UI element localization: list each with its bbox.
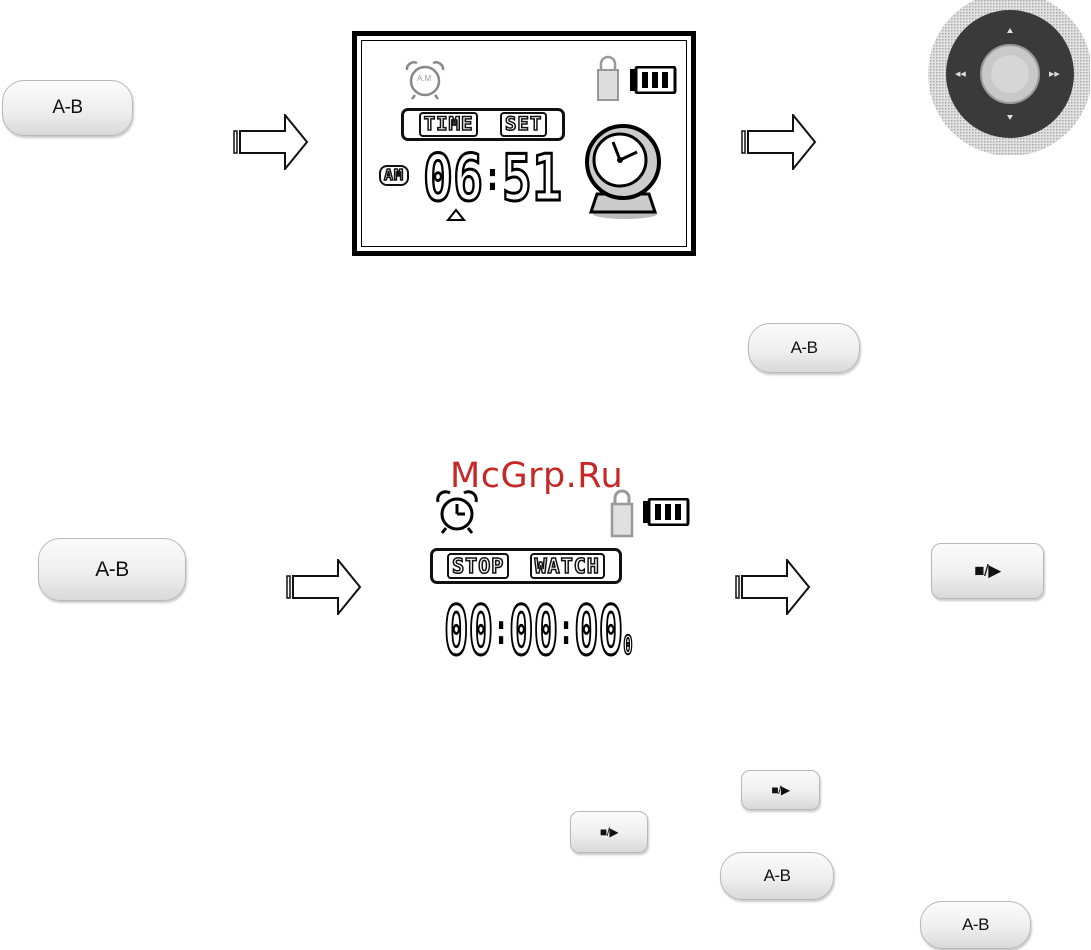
- right-arrow-icon: [735, 559, 811, 615]
- stopwatch-minutes: 00: [509, 592, 558, 671]
- alarm-clock-icon: [432, 488, 482, 534]
- ab-button[interactable]: A-B: [38, 538, 186, 601]
- stop-watch-badge: STOP WATCH: [430, 548, 622, 584]
- stopwatch-seconds: 00: [574, 592, 623, 671]
- lock-icon: [596, 54, 620, 102]
- badge-word-stop: STOP: [447, 553, 509, 579]
- lcd-screen-stop-watch: STOP WATCH 00:00:000: [420, 488, 695, 670]
- ab-button[interactable]: A-B: [2, 80, 133, 136]
- time-digits: 06:51: [423, 142, 562, 216]
- ab-button[interactable]: A-B: [720, 852, 834, 900]
- stopwatch-hours: 00: [444, 592, 493, 671]
- colon-separator: :: [493, 604, 509, 655]
- lock-icon: [610, 488, 634, 538]
- clock-illustration-icon: [583, 116, 663, 221]
- badge-word-watch: WATCH: [530, 553, 605, 579]
- stop-play-button[interactable]: ■/▶: [931, 543, 1044, 599]
- cursor-triangle-icon: [446, 208, 466, 222]
- badge-word-set: SET: [500, 112, 547, 137]
- next-icon: ▶▶: [1049, 70, 1060, 78]
- lcd-screen-time-set: A.M TIME SET AM 06:51: [352, 31, 696, 256]
- minutes-value: 51: [502, 142, 562, 216]
- stop-play-button[interactable]: ■/▶: [570, 811, 648, 853]
- battery-icon: [629, 66, 677, 94]
- time-set-badge: TIME SET: [401, 108, 565, 141]
- right-arrow-icon: [233, 114, 309, 170]
- hours-value: 06: [423, 142, 483, 216]
- alarm-face-text: A.M: [417, 74, 431, 83]
- stop-play-button[interactable]: ■/▶: [741, 770, 820, 810]
- badge-word-time: TIME: [419, 112, 479, 137]
- navigation-wheel[interactable]: ◀◀ ▶▶: [924, 0, 1090, 155]
- battery-icon: [642, 498, 690, 526]
- stopwatch-tenths: 0: [623, 631, 632, 661]
- ab-button[interactable]: A-B: [920, 901, 1031, 949]
- stopwatch-digits: 00:00:000: [444, 592, 633, 671]
- right-arrow-icon: [741, 114, 817, 170]
- colon-separator: :: [483, 154, 502, 200]
- right-arrow-icon: [286, 559, 362, 615]
- am-badge: AM: [379, 165, 409, 186]
- ab-button[interactable]: A-B: [748, 323, 860, 373]
- previous-icon: ◀◀: [955, 70, 966, 78]
- colon-separator: :: [558, 604, 574, 655]
